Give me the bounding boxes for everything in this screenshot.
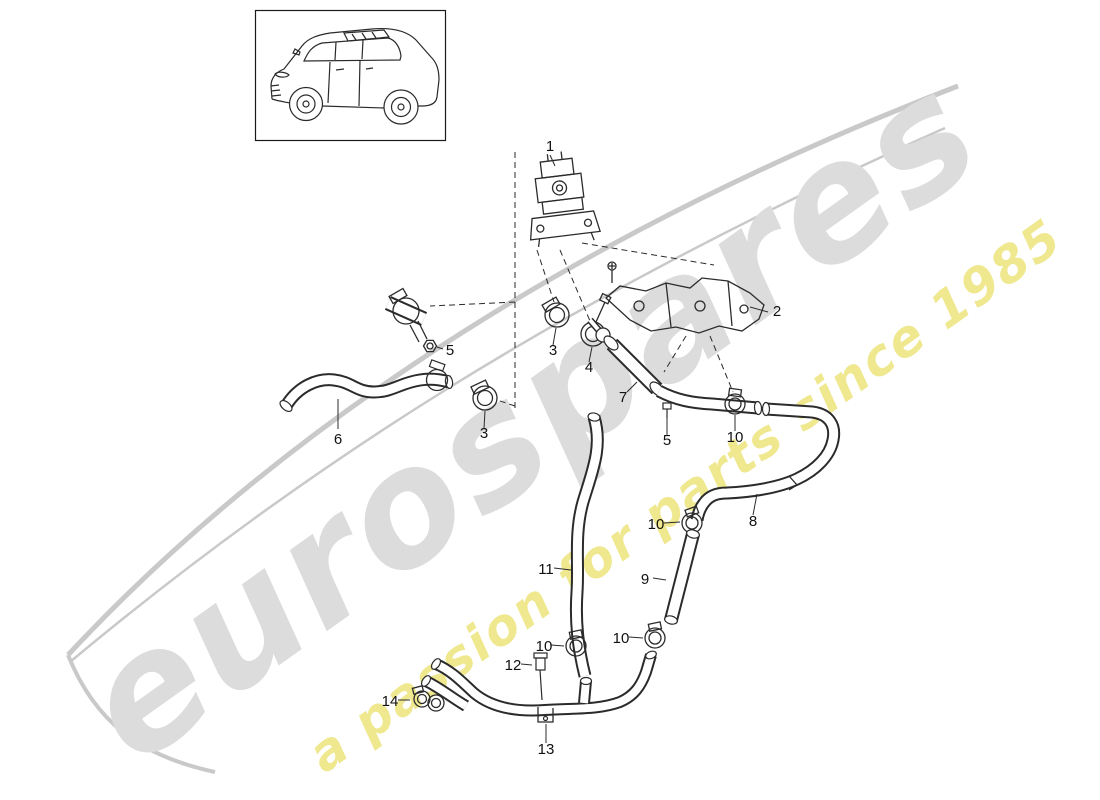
car-thumbnail bbox=[254, 9, 447, 142]
callout-13[interactable]: 13 bbox=[538, 741, 555, 758]
clamp-3-lower bbox=[470, 379, 498, 411]
connector-run bbox=[655, 385, 763, 416]
clamp-10-a bbox=[724, 387, 746, 415]
pipe-mount-bracket bbox=[384, 287, 438, 353]
clamp-14 bbox=[411, 685, 445, 712]
car-illustration bbox=[270, 27, 440, 125]
assembly-reference-lines bbox=[429, 152, 734, 408]
watermark-swoosh-curve bbox=[66, 83, 959, 657]
callout-5b[interactable]: 5 bbox=[663, 432, 671, 449]
bracket-2 bbox=[605, 261, 765, 334]
callout-2[interactable]: 2 bbox=[773, 303, 781, 320]
callout-8[interactable]: 8 bbox=[749, 513, 757, 530]
tube-9 bbox=[664, 529, 700, 625]
nut-5 bbox=[422, 339, 438, 353]
callout-10c[interactable]: 10 bbox=[536, 638, 553, 655]
callout-1[interactable]: 1 bbox=[546, 138, 554, 155]
clamp-10-d bbox=[644, 621, 666, 649]
callout-14[interactable]: 14 bbox=[382, 693, 399, 710]
watermark-brand-text: eurospares bbox=[49, 36, 1014, 799]
clamp-3-upper bbox=[541, 296, 570, 328]
pipe-assembly-13 bbox=[420, 650, 657, 723]
pipe-7 bbox=[587, 317, 665, 397]
clamp-10-c bbox=[565, 629, 587, 657]
pin-5 bbox=[662, 402, 672, 418]
callout-12[interactable]: 12 bbox=[505, 657, 522, 674]
callout-5a[interactable]: 5 bbox=[446, 342, 454, 359]
hose-11 bbox=[569, 412, 604, 678]
callout-11[interactable]: 11 bbox=[538, 561, 554, 578]
callout-6[interactable]: 6 bbox=[334, 431, 342, 448]
watermark: eurospares a passion for parts since 198… bbox=[49, 36, 1073, 799]
callout-9[interactable]: 9 bbox=[641, 571, 649, 588]
callout-4[interactable]: 4 bbox=[585, 359, 593, 376]
callout-3b[interactable]: 3 bbox=[480, 425, 488, 442]
watermark-swoosh-tail bbox=[66, 654, 216, 774]
hose-6 bbox=[279, 359, 454, 413]
callout-3a[interactable]: 3 bbox=[549, 342, 557, 359]
fitting-12 bbox=[533, 652, 548, 701]
callout-7[interactable]: 7 bbox=[619, 389, 627, 406]
valve-1 bbox=[529, 151, 601, 248]
callout-10a[interactable]: 10 bbox=[727, 429, 744, 446]
leader-lines bbox=[337, 154, 769, 743]
car-thumbnail-frame bbox=[254, 9, 447, 142]
callout-10b[interactable]: 10 bbox=[648, 516, 665, 533]
callout-10d[interactable]: 10 bbox=[613, 630, 630, 647]
hose-8 bbox=[690, 401, 841, 522]
callouts: 1 2 3 4 5 3 5 6 7 10 8 10 11 9 10 10 12 … bbox=[334, 138, 781, 758]
